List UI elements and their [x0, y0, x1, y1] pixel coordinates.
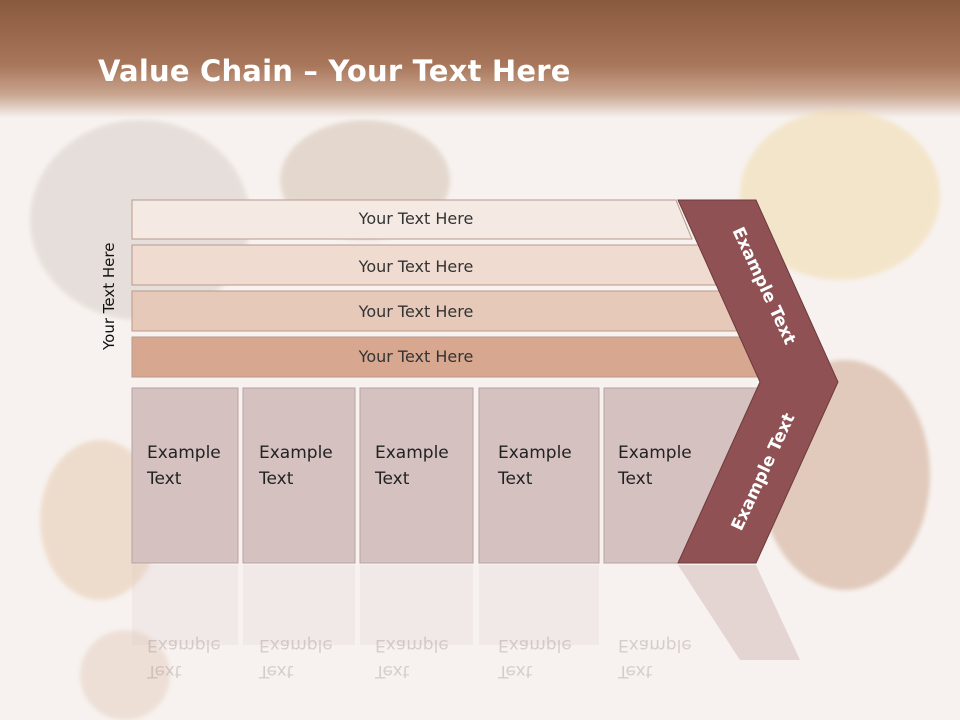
box-1[interactable] [131, 387, 239, 564]
box-4-line2: Text [498, 469, 533, 489]
box-1-line2: Text [147, 469, 182, 489]
box-2-label: Example Text [259, 440, 333, 492]
background-photo [80, 630, 170, 720]
box-reflection [132, 565, 238, 645]
box-4-line1: Example [498, 443, 572, 463]
arrow-reflection [678, 565, 800, 660]
title-rest: – Your Text Here [293, 54, 571, 88]
page-title: Value Chain – Your Text Here [98, 54, 571, 88]
box-3[interactable] [359, 387, 474, 564]
box-5-line2: Text [618, 469, 653, 489]
box-1-line1: Example [147, 443, 221, 463]
box-2-line2: Text [259, 469, 294, 489]
box-4[interactable] [478, 387, 600, 564]
header-band [0, 0, 960, 118]
box-reflection [360, 565, 473, 645]
bar-3-label: Your Text Here [358, 302, 474, 321]
box-5-line1: Example [618, 443, 692, 463]
box-4-label: Example Text [498, 440, 572, 492]
box-reflection [243, 565, 355, 645]
chevron-arrow[interactable] [677, 199, 839, 564]
bar-2-label: Your Text Here [358, 257, 474, 276]
box-1-label: Example Text [147, 440, 221, 492]
box-3-line1: Example [375, 443, 449, 463]
box-5-reflection-text: Text Example [618, 635, 692, 681]
box-3-line2: Text [375, 469, 410, 489]
box-1-reflection-text: Text Example [147, 635, 221, 681]
title-bold: Value Chain [98, 54, 294, 88]
box-2-line1: Example [259, 443, 333, 463]
box-3-label: Example Text [375, 440, 449, 492]
box-5-label: Example Text [618, 440, 692, 492]
box-2[interactable] [242, 387, 356, 564]
box-3-reflection-text: Text Example [375, 635, 449, 681]
box-4-reflection-text: Text Example [498, 635, 572, 681]
bar-4-label: Your Text Here [358, 347, 474, 366]
box-reflection [479, 565, 599, 645]
bar-1-label: Your Text Here [358, 209, 474, 228]
bar-1[interactable] [131, 199, 693, 240]
box-2-reflection-text: Text Example [259, 635, 333, 681]
